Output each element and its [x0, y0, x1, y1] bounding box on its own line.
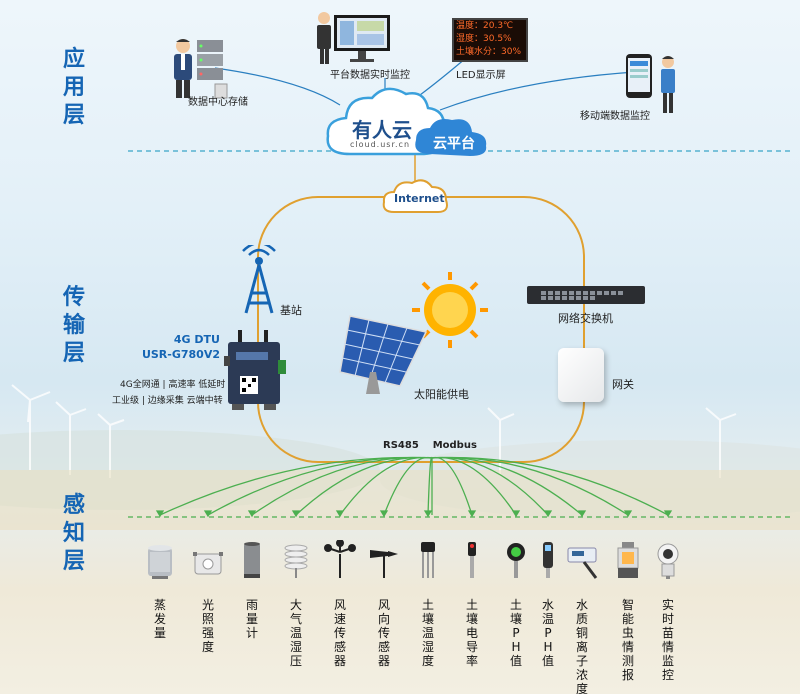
bus-arrow	[247, 510, 257, 518]
bus-arrow	[203, 510, 213, 518]
led-line-1: 温度：20.3℃	[456, 21, 514, 31]
gateway-label: 网关	[612, 378, 634, 391]
sensor-label: 土壤PH值	[509, 598, 522, 668]
bus-arrow	[663, 510, 673, 518]
dtu-model: USR-G780V2	[141, 348, 220, 361]
water-ph-icon	[543, 542, 553, 578]
bus-arrow	[155, 510, 165, 518]
sensor-label: 水质铜离子浓度	[575, 598, 588, 694]
wind-vane-icon	[370, 550, 398, 578]
sensor-label: 光照强度	[201, 598, 214, 654]
sensor-label: 风速传感器	[333, 598, 346, 668]
sensor-label: 水温PH值	[541, 598, 554, 668]
cloud-brand: 有人云	[352, 118, 412, 142]
bus-arrow	[291, 510, 301, 518]
bus-arrow	[467, 510, 477, 518]
bus-arrow	[511, 510, 521, 518]
led-label: LED显示屏	[456, 70, 506, 81]
anemometer-icon	[324, 540, 356, 578]
sensor-label: 实时苗情监控	[661, 598, 674, 682]
dtu-feature-2: 工业级 | 边缘采集 云端中转	[112, 396, 223, 406]
application-layer-title: 应用层	[62, 47, 85, 128]
rain-gauge-icon	[244, 542, 260, 578]
bus-link	[431, 456, 517, 516]
sensor-label: 土壤温湿度	[421, 598, 434, 668]
sun-icon	[412, 272, 488, 348]
cloud-icon	[326, 87, 487, 156]
camera-icon	[657, 543, 679, 579]
bus-link	[431, 456, 669, 516]
dtu-device-icon	[224, 330, 286, 410]
water-quality-icon	[567, 547, 598, 579]
bus-link	[339, 456, 433, 516]
bus-arrow	[577, 510, 587, 518]
led-line-2: 湿度：30.5%	[456, 34, 512, 44]
monitor-icon	[317, 12, 390, 64]
perception-layer-title: 感知层	[62, 493, 85, 574]
led-line-3: 土壤水分：30%	[456, 47, 522, 57]
base-station-label: 基站	[280, 304, 302, 317]
solar-panel-icon	[339, 272, 488, 394]
sensor-label: 智能虫情测报	[621, 598, 634, 682]
switch-label: 网络交换机	[558, 312, 613, 325]
switch-icon	[527, 286, 645, 304]
mobile-icon	[626, 54, 675, 113]
bus-link	[383, 456, 433, 516]
cloud-url: cloud.usr.cn	[350, 140, 411, 149]
soil-probe-icon	[421, 542, 435, 578]
bus-arrow	[543, 510, 553, 518]
sensor-label: 蒸发量	[153, 598, 166, 640]
bus-link	[251, 456, 433, 516]
dtu-title: 4G DTU	[173, 333, 220, 346]
bus-arrow	[423, 510, 433, 518]
bus-arrow	[335, 510, 345, 518]
weather-shield-icon	[284, 544, 308, 578]
sensor-label: 风向传感器	[377, 598, 390, 668]
solar-label: 太阳能供电	[414, 388, 469, 401]
light-sensor-icon	[193, 552, 223, 575]
datacenter-icon	[174, 39, 228, 99]
bus-arrow	[379, 510, 389, 518]
bus-link	[431, 456, 473, 516]
internet-cloud-icon	[382, 179, 448, 213]
cloud-platform-label: 云平台	[433, 136, 475, 152]
conductivity-probe-icon	[468, 542, 476, 578]
datacenter-label: 数据中心存储	[188, 97, 248, 108]
insect-trap-icon	[617, 542, 639, 578]
mobile-label: 移动端数据监控	[580, 111, 650, 122]
bus-link	[207, 456, 433, 516]
evaporation-icon	[148, 545, 172, 579]
internet-label: Internet	[394, 192, 445, 205]
dtu-feature-1: 4G全网通 | 高速率 低延时	[120, 380, 226, 390]
bus-link	[431, 456, 583, 516]
sensor-label: 土壤电导率	[465, 598, 478, 668]
bus-label: RS485 Modbus	[383, 440, 477, 451]
bus-link	[427, 456, 433, 516]
led-screen: 温度：20.3℃ 湿度：30.5% 土壤水分：30%	[452, 18, 528, 62]
tower-icon	[242, 245, 276, 314]
sensor-label: 雨量计	[245, 598, 258, 640]
gateway-icon	[558, 348, 604, 402]
sensor-label: 大气温湿压	[289, 598, 302, 668]
transport-layer-title: 传输层	[62, 285, 85, 366]
platform-label: 平台数据实时监控	[330, 70, 410, 81]
bus-arrow	[623, 510, 633, 518]
soil-ph-icon	[507, 543, 525, 578]
